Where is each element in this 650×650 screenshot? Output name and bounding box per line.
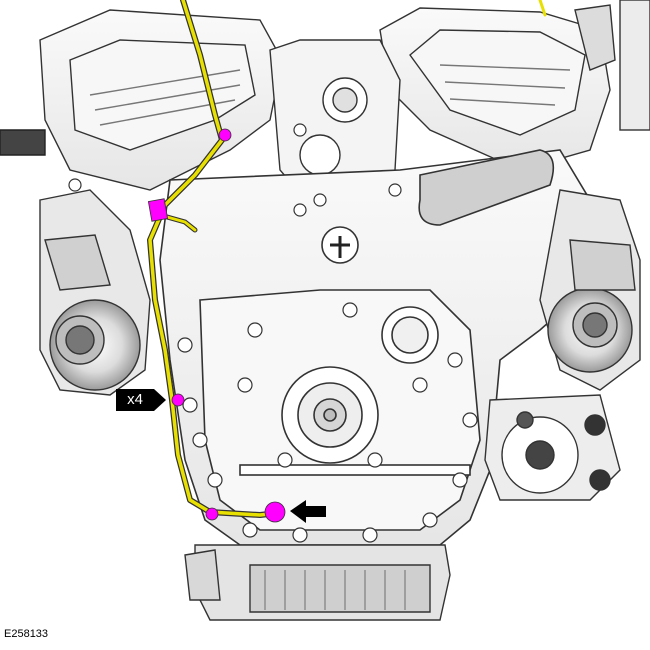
harness-connector [264,501,286,523]
quantity-callout: x4 [116,389,168,411]
wiring-harness [147,0,547,518]
oil-filter-adapter [484,394,621,501]
right-turbocharger [539,189,641,391]
left-turbocharger [39,189,151,396]
arrow-right-icon [154,389,166,411]
harness-clip [147,198,169,222]
arrow-left-icon [290,500,326,523]
harness-clips [147,128,286,523]
right-cylinder-head-cover [379,0,650,171]
engine-block [159,149,591,546]
harness-clip [171,393,185,407]
harness-clip [218,128,232,142]
callout-label: x4 [116,389,154,411]
upper-front-cover [269,39,401,206]
figure-id: E258133 [4,628,49,640]
cover-bolts [68,123,478,543]
oil-pan [184,544,451,621]
left-cylinder-head-cover [0,9,283,191]
harness-clip [205,507,219,521]
